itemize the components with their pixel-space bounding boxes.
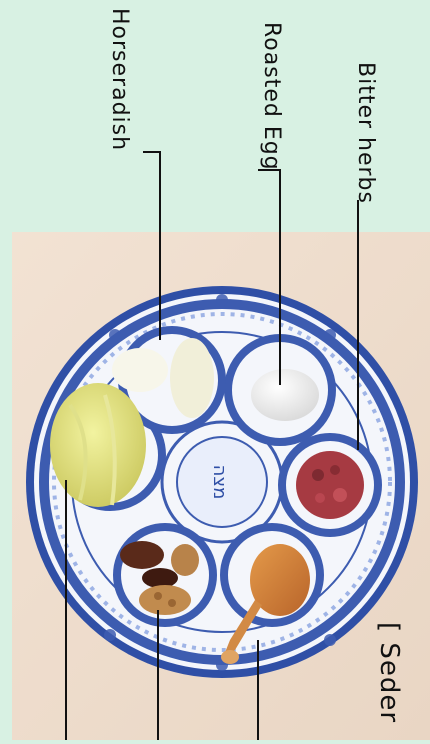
roasted-egg [251, 369, 319, 421]
label-roasted-egg: Roasted Egg [259, 22, 284, 171]
label-bitter-herbs: Bitter herbs [353, 62, 378, 204]
lettuce [50, 383, 146, 507]
bitter-herbs-food [296, 451, 364, 519]
label-seder: [ Seder [374, 622, 404, 723]
plate-center-text: מצה [209, 465, 230, 500]
label-horseradish: Horseradish [107, 8, 132, 151]
seder-plate: מצה [26, 286, 418, 678]
